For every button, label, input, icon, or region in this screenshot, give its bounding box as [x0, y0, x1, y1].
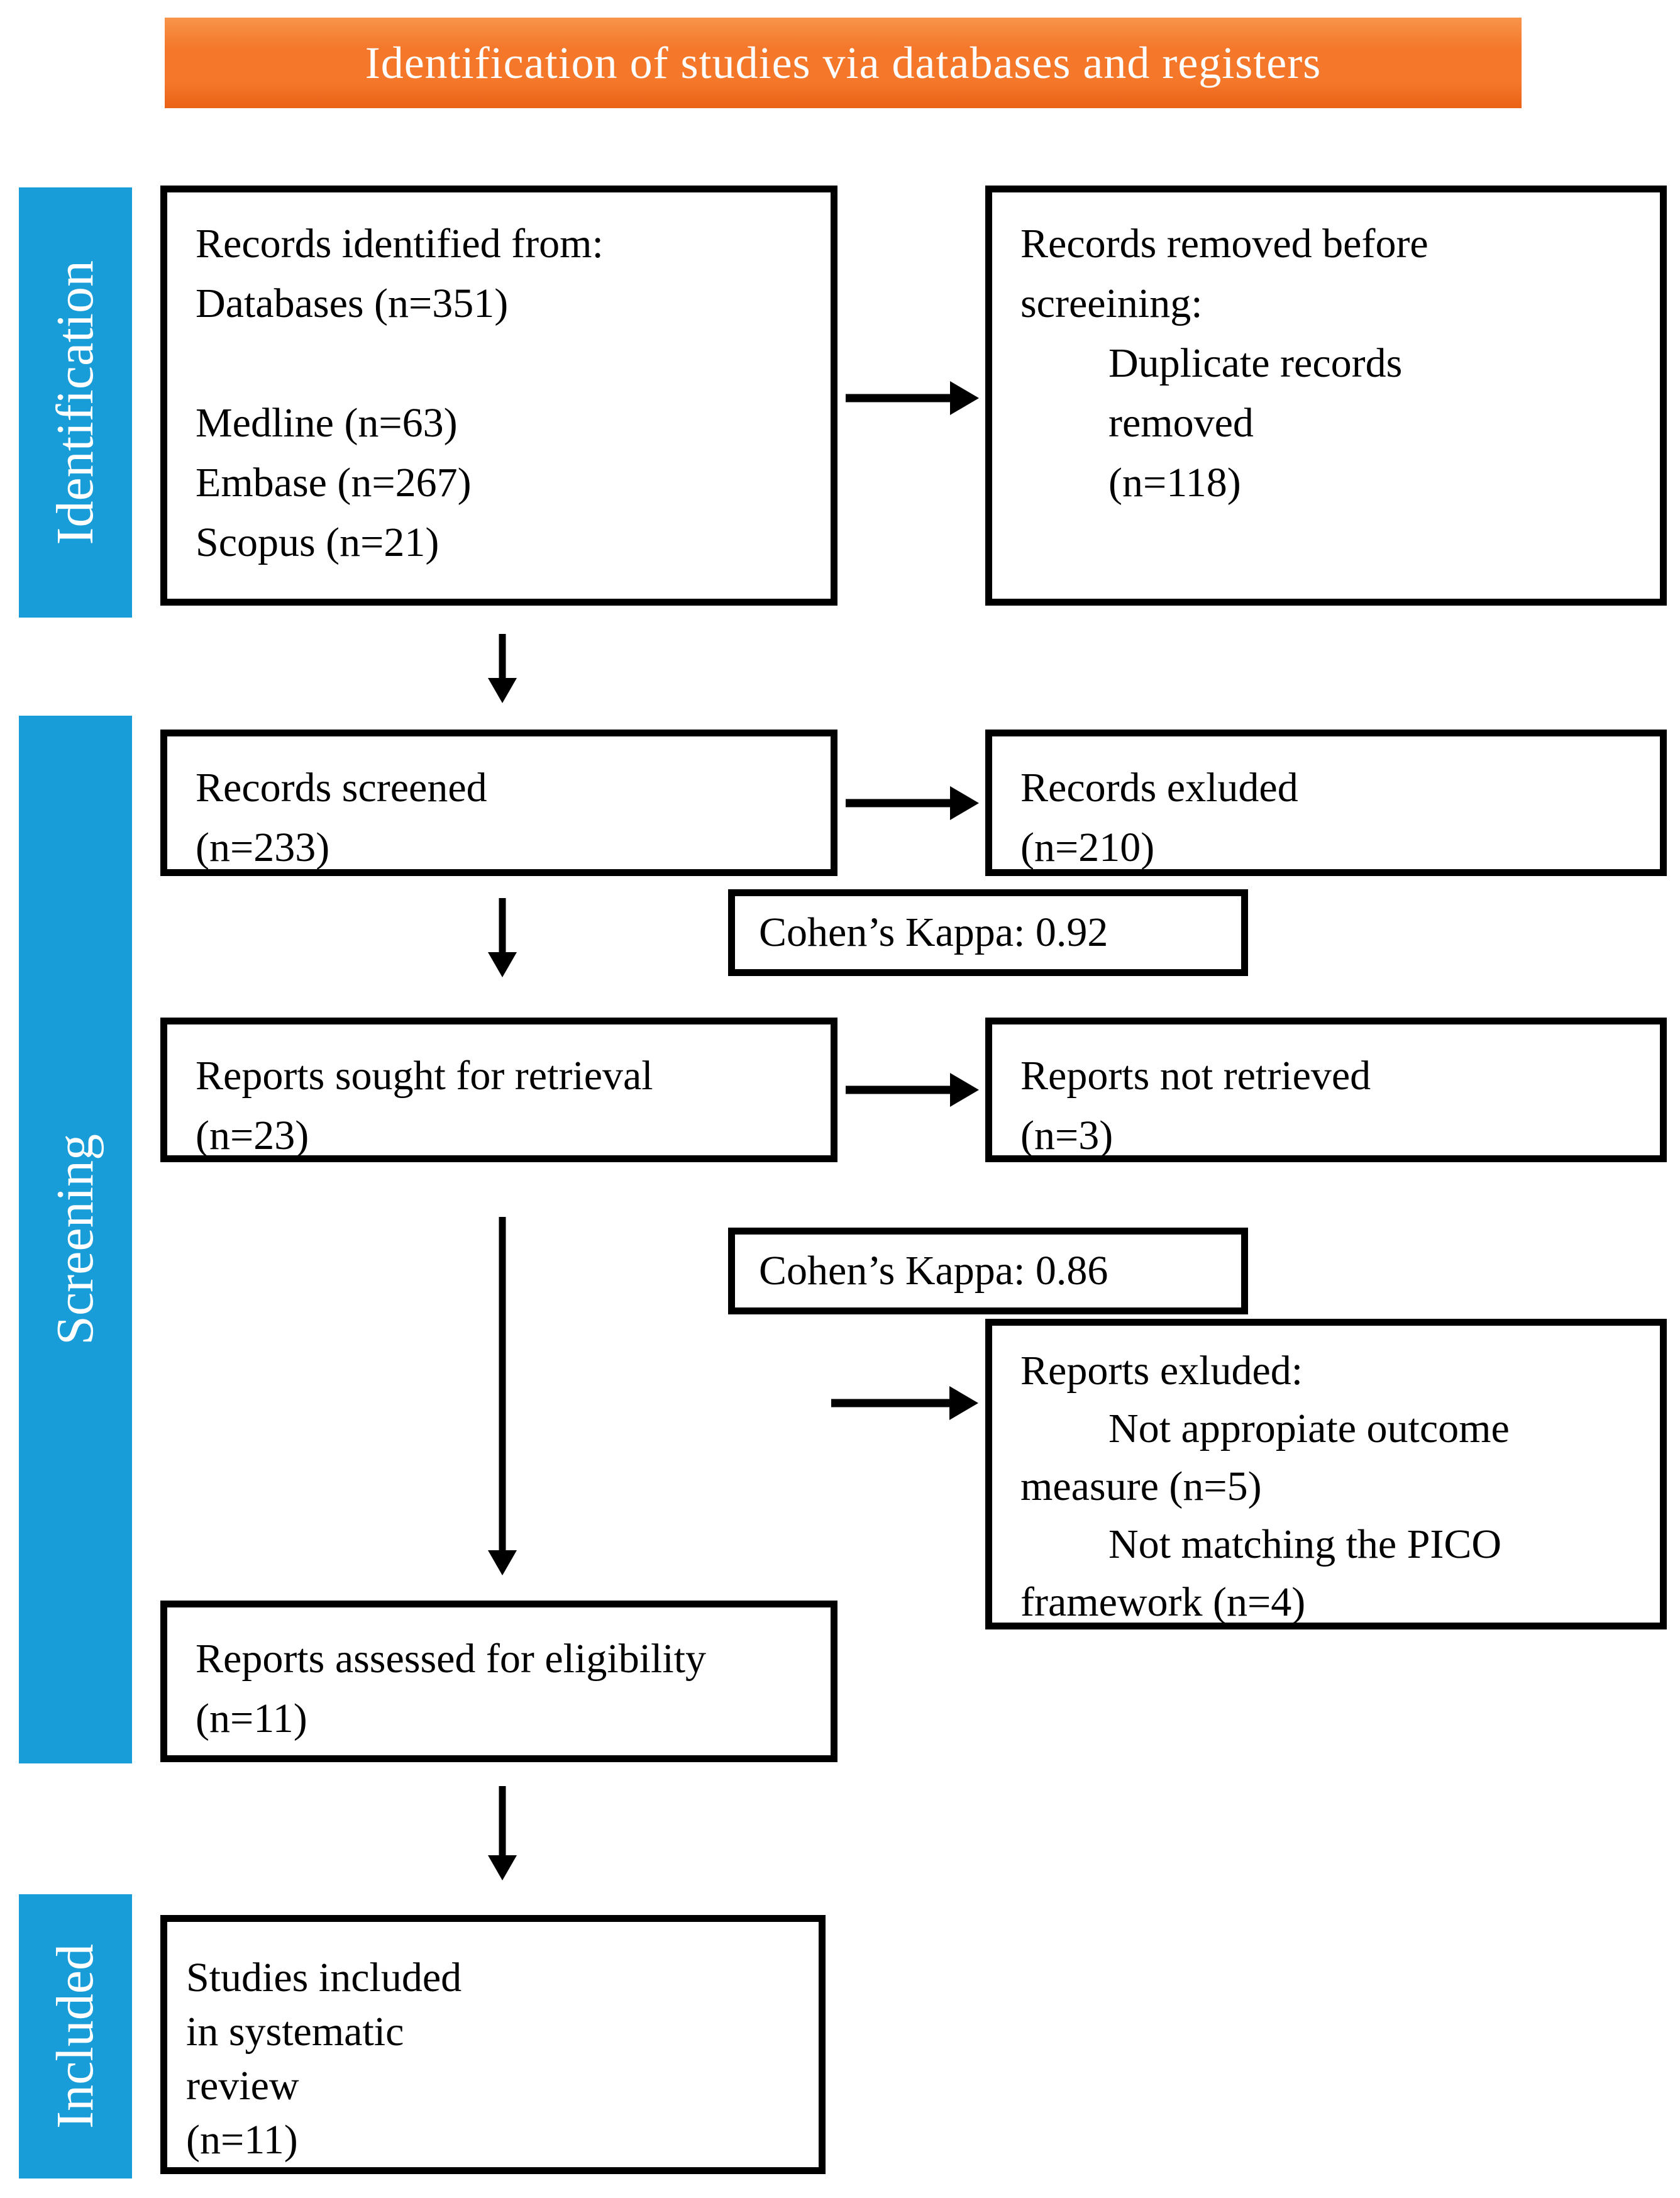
- arrow-down-head-icon: [488, 678, 517, 703]
- arrow-shaft: [846, 799, 953, 808]
- diagram-title-banner: Identification of studies via databases …: [165, 18, 1522, 108]
- box-records-screened-text: Records screened (n=233): [167, 736, 831, 877]
- arrow-sought-to-not-retrieved: [846, 1073, 979, 1107]
- box-line: Not matching the PICO: [1108, 1521, 1502, 1567]
- box-line: in systematic: [186, 2009, 404, 2055]
- phase-sidebar-identification: Identification: [19, 187, 132, 618]
- cohens-kappa-screening-label: Cohen’s Kappa: 0.92: [759, 909, 1108, 955]
- box-studies-included-text: Studies included in systematic review (n=11…: [167, 1922, 819, 2167]
- box-line: removed: [1108, 400, 1254, 446]
- arrow-assessed-to-reports-excluded: [831, 1386, 978, 1420]
- box-line: Embase (n=267): [196, 460, 472, 506]
- box-line: Reports exluded:: [1020, 1348, 1303, 1394]
- arrow-right-head-icon: [950, 1073, 979, 1107]
- box-records-excluded: Records exluded (n=210): [985, 730, 1667, 876]
- box-records-removed-text: Records removed before screeining: Duplica…: [992, 192, 1660, 513]
- box-line: review: [186, 2063, 299, 2109]
- box-line: framework (n=4): [1020, 1579, 1306, 1625]
- box-line: Studies included: [186, 1955, 462, 2001]
- box-line: (n=23): [196, 1113, 309, 1158]
- box-records-identified: Records identified from: Databases (n=351…: [160, 186, 837, 606]
- phase-label-screening: Screening: [46, 1134, 104, 1345]
- phase-label-identification: Identification: [46, 260, 104, 545]
- arrow-down-head-icon: [488, 1550, 517, 1575]
- diagram-title: Identification of studies via databases …: [365, 37, 1322, 88]
- box-line: (n=11): [186, 2117, 298, 2163]
- arrow-shaft: [831, 1399, 952, 1407]
- box-reports-sought-text: Reports sought for retrieval (n=23): [167, 1024, 831, 1165]
- arrow-shaft: [499, 634, 506, 680]
- cohens-kappa-retrieval-label: Cohen’s Kappa: 0.86: [759, 1248, 1108, 1294]
- arrow-assessed-to-included: [487, 1786, 517, 1880]
- box-records-screened: Records screened (n=233): [160, 730, 837, 876]
- box-line: Records removed before: [1020, 221, 1429, 267]
- box-line: (n=118): [1108, 460, 1241, 506]
- arrow-right-head-icon: [949, 1386, 978, 1420]
- arrow-sought-to-assessed: [487, 1217, 517, 1575]
- box-reports-not-retrieved: Reports not retrieved (n=3): [985, 1018, 1667, 1162]
- box-records-excluded-text: Records exluded (n=210): [992, 736, 1660, 877]
- arrow-identified-to-removed: [846, 381, 979, 415]
- arrow-screened-to-sought: [487, 898, 517, 977]
- box-line: Medline (n=63): [196, 400, 458, 446]
- box-studies-included: Studies included in systematic review (n=11…: [160, 1915, 826, 2174]
- box-records-removed-before-screening: Records removed before screeining: Duplica…: [985, 186, 1667, 606]
- box-line: Records exluded: [1020, 765, 1298, 811]
- box-line: (n=11): [196, 1696, 307, 1741]
- box-line: Reports sought for retrieval: [196, 1053, 653, 1099]
- box-reports-assessed: Reports assessed for eligibility (n=11): [160, 1601, 837, 1762]
- box-line: Duplicate records: [1108, 340, 1403, 386]
- box-line: Not appropiate outcome: [1108, 1406, 1510, 1451]
- box-line: Reports not retrieved: [1020, 1053, 1371, 1099]
- box-cohens-kappa-retrieval: Cohen’s Kappa: 0.86: [728, 1228, 1248, 1314]
- phase-sidebar-included: Included: [19, 1894, 132, 2179]
- phase-label-included: Included: [46, 1944, 104, 2129]
- box-line: measure (n=5): [1020, 1463, 1262, 1509]
- box-reports-not-retrieved-text: Reports not retrieved (n=3): [992, 1024, 1660, 1165]
- box-line: Records screened: [196, 765, 487, 811]
- box-reports-assessed-text: Reports assessed for eligibility (n=11): [167, 1607, 831, 1748]
- phase-sidebar-screening: Screening: [19, 716, 132, 1763]
- arrow-shaft: [499, 898, 506, 955]
- box-line: [196, 333, 826, 393]
- box-reports-excluded: Reports exluded: Not appropiate outcome me…: [985, 1319, 1667, 1629]
- arrow-right-head-icon: [950, 786, 979, 820]
- box-line: Databases (n=351): [196, 280, 509, 326]
- box-line: (n=233): [196, 824, 330, 870]
- arrow-shaft: [846, 394, 953, 402]
- box-reports-sought: Reports sought for retrieval (n=23): [160, 1018, 837, 1162]
- box-line: Scopus (n=21): [196, 519, 439, 565]
- arrow-down-head-icon: [488, 1855, 517, 1880]
- arrow-identified-to-screened: [487, 634, 517, 703]
- box-cohens-kappa-screening: Cohen’s Kappa: 0.92: [728, 889, 1248, 976]
- box-line: screeining:: [1020, 280, 1203, 326]
- box-line: Records identified from:: [196, 221, 604, 267]
- arrow-screened-to-excluded: [846, 786, 979, 820]
- box-line: (n=3): [1020, 1113, 1114, 1158]
- box-line: (n=210): [1020, 824, 1155, 870]
- arrow-shaft: [846, 1085, 953, 1094]
- arrow-shaft: [499, 1217, 506, 1553]
- arrow-right-head-icon: [950, 381, 979, 415]
- box-reports-excluded-text: Reports exluded: Not appropiate outcome me…: [992, 1326, 1660, 1631]
- arrow-shaft: [499, 1786, 506, 1858]
- box-line: Reports assessed for eligibility: [196, 1636, 707, 1682]
- arrow-down-head-icon: [488, 952, 517, 977]
- box-records-identified-text: Records identified from: Databases (n=351…: [167, 192, 831, 572]
